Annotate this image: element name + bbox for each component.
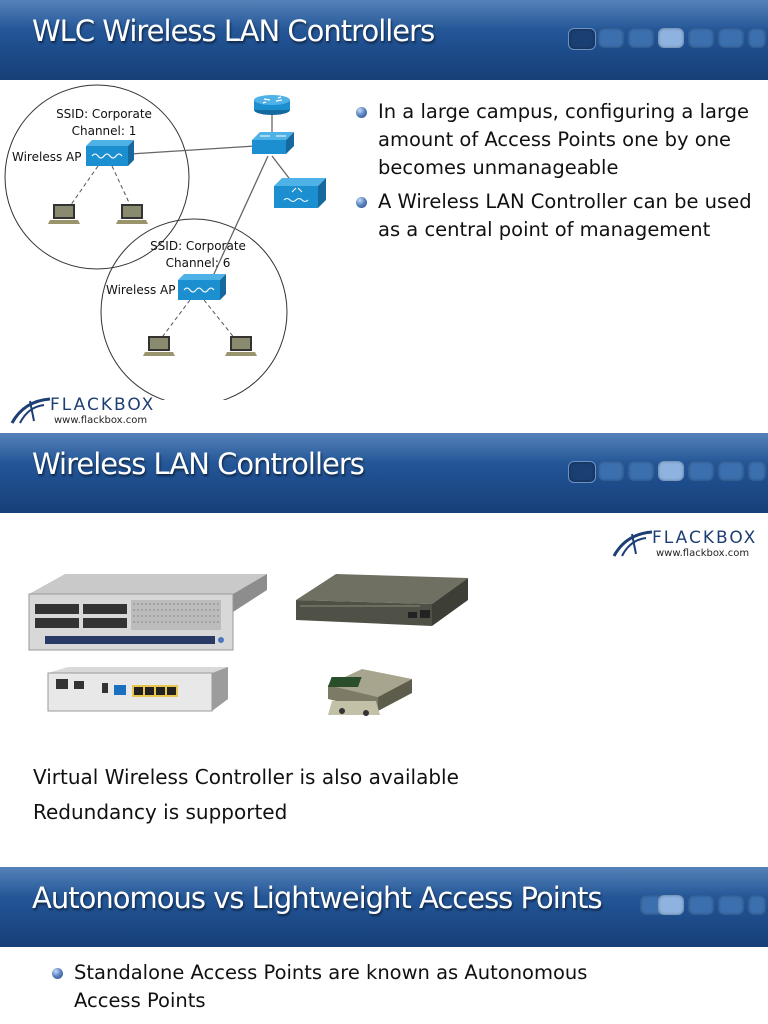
- wireless-ap-icon-1: [86, 140, 134, 166]
- cell2-ap-label: Wireless AP: [106, 283, 175, 297]
- bullet-icon: [356, 107, 367, 118]
- ap-coverage-cell-2: [100, 218, 288, 400]
- cell1-channel-label: Channel: 1: [72, 124, 137, 138]
- router-icon: [254, 95, 290, 115]
- switch-icon: [252, 132, 294, 154]
- flackbox-logo-icon: [10, 397, 51, 424]
- ap-coverage-cell-1: [4, 84, 190, 270]
- slide-title-bar: WLC Wireless LAN Controllers: [0, 0, 768, 80]
- laptop-icon: [143, 336, 175, 356]
- flackbox-logo-icon: [612, 530, 653, 557]
- bullet-icon: [356, 197, 367, 208]
- slide-title: WLC Wireless LAN Controllers: [32, 14, 435, 48]
- flackbox-logo: FLACKBOX www.flackbox.com: [10, 395, 180, 427]
- wireless-network-diagram: SSID: Corporate Channel: 1 Wireless AP S…: [4, 84, 326, 400]
- flackbox-logo: FLACKBOX www.flackbox.com: [612, 528, 762, 560]
- cell1-ssid-label: SSID: Corporate: [56, 107, 152, 121]
- slide-title-bar: Wireless LAN Controllers: [0, 433, 768, 513]
- bullet-item: Standalone Access Points are known as Au…: [50, 959, 640, 1015]
- branch-controller-image: [47, 667, 228, 712]
- slide-separator: [0, 863, 768, 867]
- logo-wordmark: FLACKBOX: [652, 528, 758, 548]
- logo-url: www.flackbox.com: [656, 548, 750, 559]
- slide-wlc-hardware: Wireless LAN Controllers FLACKBOX www.fl…: [0, 433, 768, 863]
- slide-title-bar: Autonomous vs Lightweight Access Points: [0, 867, 768, 947]
- slide-title: Wireless LAN Controllers: [32, 447, 365, 481]
- slide-title: Autonomous vs Lightweight Access Points: [32, 881, 603, 915]
- logo-url: www.flackbox.com: [54, 415, 148, 426]
- redundancy-note: Redundancy is supported: [33, 800, 288, 824]
- title-decoration-dots: [640, 895, 768, 917]
- cell1-ap-label: Wireless AP: [12, 150, 81, 164]
- virtual-controller-note: Virtual Wireless Controller is also avai…: [33, 765, 459, 789]
- logo-wordmark: FLACKBOX: [50, 395, 156, 415]
- title-decoration-dots: [568, 28, 768, 50]
- bullet-icon: [52, 968, 63, 979]
- bullet-item: A Wireless LAN Controller can be used as…: [354, 188, 754, 244]
- title-decoration-dots: [568, 461, 768, 483]
- wlc-icon: [274, 178, 326, 208]
- bullet-item: In a large campus, configuring a large a…: [354, 98, 754, 182]
- network-module-image: [327, 669, 412, 716]
- slide3-bullet-list: Standalone Access Points are known as Au…: [50, 959, 640, 1021]
- rack-controller-image: [28, 574, 267, 651]
- slide-autonomous-vs-lightweight: Autonomous vs Lightweight Access Points …: [0, 867, 768, 1024]
- laptop-icon: [116, 204, 148, 224]
- cell2-channel-label: Channel: 6: [166, 256, 231, 270]
- slide1-bullet-list: In a large campus, configuring a large a…: [354, 98, 754, 250]
- cell2-ssid-label: SSID: Corporate: [150, 239, 246, 253]
- wireless-ap-icon-2: [178, 274, 226, 300]
- slide-separator: [0, 428, 768, 433]
- slide-wlc-intro: WLC Wireless LAN Controllers: [0, 0, 768, 428]
- module-controller-image: [296, 574, 468, 626]
- laptop-icon: [225, 336, 257, 356]
- laptop-icon: [48, 204, 80, 224]
